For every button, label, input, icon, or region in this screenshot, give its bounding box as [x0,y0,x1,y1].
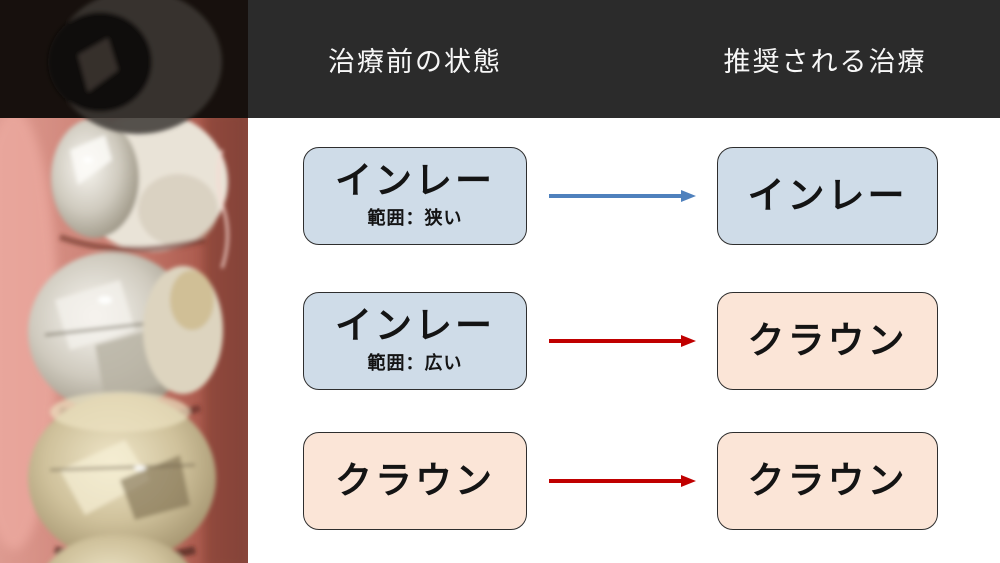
intraoral-photo [0,0,248,563]
column-header-before: 治療前の状態 [328,46,502,77]
after-box-crown: クラウン [717,432,938,530]
arrow-right-icon [549,475,696,487]
box-title: クラウン [747,459,908,501]
box-title: インレー [747,174,908,216]
box-title: インレー [335,305,495,347]
after-box-inlay: インレー [717,147,938,245]
box-title: クラウン [747,319,908,361]
box-subtitle: 範囲：狭い [367,207,463,228]
arrow-right-icon [549,190,696,202]
box-title: インレー [335,160,495,202]
box-subtitle: 範囲：広い [367,352,463,373]
before-box-inlay-wide: インレー 範囲：広い [303,292,527,390]
box-title: クラウン [335,459,495,501]
after-box-crown: クラウン [717,292,938,390]
arrow-right-icon [549,335,696,347]
column-header-after: 推奨される治療 [723,46,927,77]
before-box-inlay-narrow: インレー 範囲：狭い [303,147,527,245]
before-box-crown: クラウン [303,432,527,530]
